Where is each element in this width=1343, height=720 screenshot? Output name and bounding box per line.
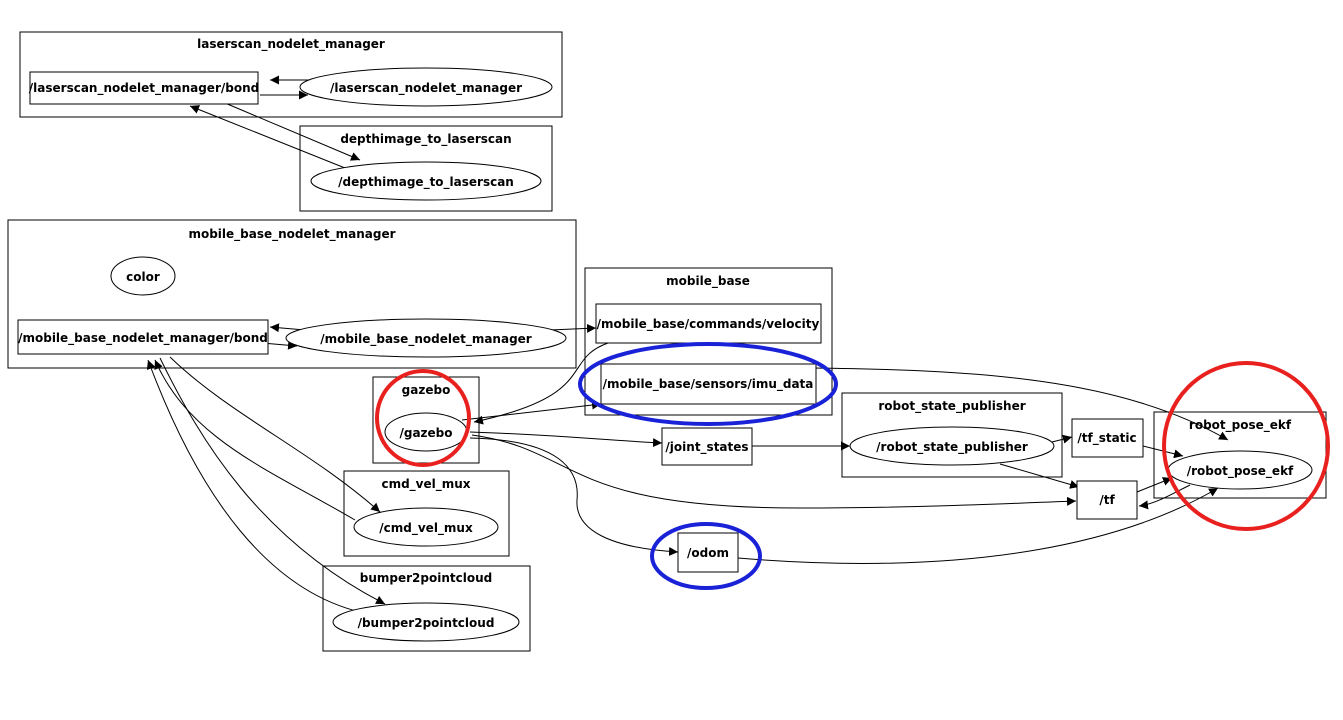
cluster-title: mobile_base_nodelet_manager	[188, 227, 395, 242]
cluster-mobile-base-nodelet-manager: mobile_base_nodelet_manager	[7, 219, 577, 369]
edge-gazebo-to-tf	[471, 434, 1077, 509]
cluster-title: bumper2pointcloud	[360, 571, 492, 585]
node-label: /gazebo	[399, 426, 452, 440]
highlight-ring	[650, 522, 762, 590]
edge-laser-bond-to-depthimage	[224, 102, 361, 161]
cluster-depthimage-to-laserscan: depthimage_to_laserscan	[299, 125, 553, 212]
node-depthimage-to-laserscan[interactable]: /depthimage_to_laserscan	[310, 161, 542, 201]
cluster-robot-state-publisher: robot_state_publisher	[841, 392, 1063, 478]
node-label: /mobile_base_nodelet_manager	[320, 332, 532, 347]
node-label: /odom	[687, 546, 729, 560]
topic-laserscan-bond[interactable]: /laserscan_nodelet_manager/bond	[29, 71, 259, 105]
cluster-title: laserscan_nodelet_manager	[197, 37, 385, 52]
edge-imu-to-ekf	[809, 367, 1229, 441]
edge-rsp-to-tf	[999, 463, 1080, 489]
edge-ekf-to-tf	[1138, 484, 1191, 510]
cluster-title: robot_state_publisher	[878, 399, 1025, 414]
highlight-gazebo	[375, 369, 471, 467]
node-label: /robot_pose_ekf	[1187, 464, 1294, 479]
node-label: /depthimage_to_laserscan	[338, 175, 514, 190]
node-label: /mobile_base/commands/velocity	[597, 317, 820, 332]
topic-tf-static[interactable]: /tf_static	[1071, 418, 1144, 458]
cluster-laserscan-nodelet-manager: laserscan_nodelet_manager	[19, 31, 563, 118]
highlight-odom	[650, 522, 762, 590]
edge-gazebo-to-imu	[461, 400, 602, 421]
highlight-ring	[375, 369, 471, 467]
cluster-title: gazebo	[402, 383, 451, 397]
node-label: /laserscan_nodelet_manager	[330, 81, 522, 96]
node-laserscan-nodelet-manager[interactable]: /laserscan_nodelet_manager	[299, 67, 553, 107]
node-mobile-base-nodelet-manager[interactable]: /mobile_base_nodelet_manager	[285, 318, 567, 358]
edge-cmd-vel-mux-to-mb-bond	[154, 359, 356, 521]
cluster-title: cmd_vel_mux	[381, 477, 470, 492]
highlight-ring	[1162, 361, 1330, 531]
node-bumper2pointcloud[interactable]: /bumper2pointcloud	[332, 602, 520, 642]
edge-odom-to-ekf	[737, 487, 1219, 564]
edge-gazebo-to-joint-states	[469, 431, 663, 448]
edge-rsp-to-tf-static	[1051, 434, 1073, 444]
node-label: /mobile_base_nodelet_manager/bond	[18, 331, 268, 346]
highlight-robot-pose-ekf	[1162, 361, 1330, 531]
node-label: /cmd_vel_mux	[379, 521, 473, 536]
edge-mb-mgr-to-velocity	[549, 323, 597, 333]
edge-depthimage-to-laser-bond	[189, 105, 356, 173]
edge-velocity-to-gazebo	[473, 342, 609, 425]
topic-commands-velocity[interactable]: /mobile_base/commands/velocity	[595, 303, 822, 344]
node-label: /laserscan_nodelet_manager/bond	[29, 81, 259, 96]
node-label: /mobile_base/sensors/imu_data	[603, 377, 814, 392]
node-gazebo[interactable]: /gazebo	[384, 412, 468, 452]
edge-bumper-to-mb-bond	[146, 359, 361, 613]
edge-mb-bond-to-cmd-vel-mux	[169, 356, 381, 513]
topic-tf[interactable]: /tf	[1076, 480, 1138, 520]
cluster-mobile-base: mobile_base	[584, 267, 833, 416]
node-label: color	[126, 270, 160, 284]
topic-joint-states[interactable]: /joint_states	[661, 427, 753, 466]
node-label: /robot_state_publisher	[876, 440, 1028, 455]
topic-odom[interactable]: /odom	[677, 532, 739, 573]
highlight-ring	[578, 342, 838, 426]
highlight-imu-data	[578, 342, 838, 426]
edge-gazebo-to-odom	[469, 437, 679, 556]
cluster-title: depthimage_to_laserscan	[340, 132, 511, 147]
cluster-title: robot_pose_ekf	[1189, 418, 1292, 433]
cluster-title: mobile_base	[666, 274, 750, 289]
node-label: /tf	[1099, 493, 1115, 507]
node-label: /tf_static	[1077, 431, 1136, 446]
node-robot-pose-ekf[interactable]: /robot_pose_ekf	[1167, 450, 1313, 490]
node-label: /joint_states	[665, 440, 748, 455]
cluster-bumper2pointcloud: bumper2pointcloud	[322, 565, 531, 652]
node-color[interactable]: color	[110, 256, 176, 296]
node-label: /bumper2pointcloud	[358, 616, 495, 630]
edge-tf-to-ekf	[1136, 477, 1173, 493]
edge-mb-bond-to-bumper	[159, 357, 386, 605]
node-robot-state-publisher[interactable]: /robot_state_publisher	[849, 426, 1055, 466]
edges	[146, 75, 1229, 613]
topic-sensors-imu-data[interactable]: /mobile_base/sensors/imu_data	[600, 363, 817, 405]
node-cmd-vel-mux[interactable]: /cmd_vel_mux	[353, 507, 499, 547]
topic-mobile-base-bond[interactable]: /mobile_base_nodelet_manager/bond	[17, 319, 269, 355]
